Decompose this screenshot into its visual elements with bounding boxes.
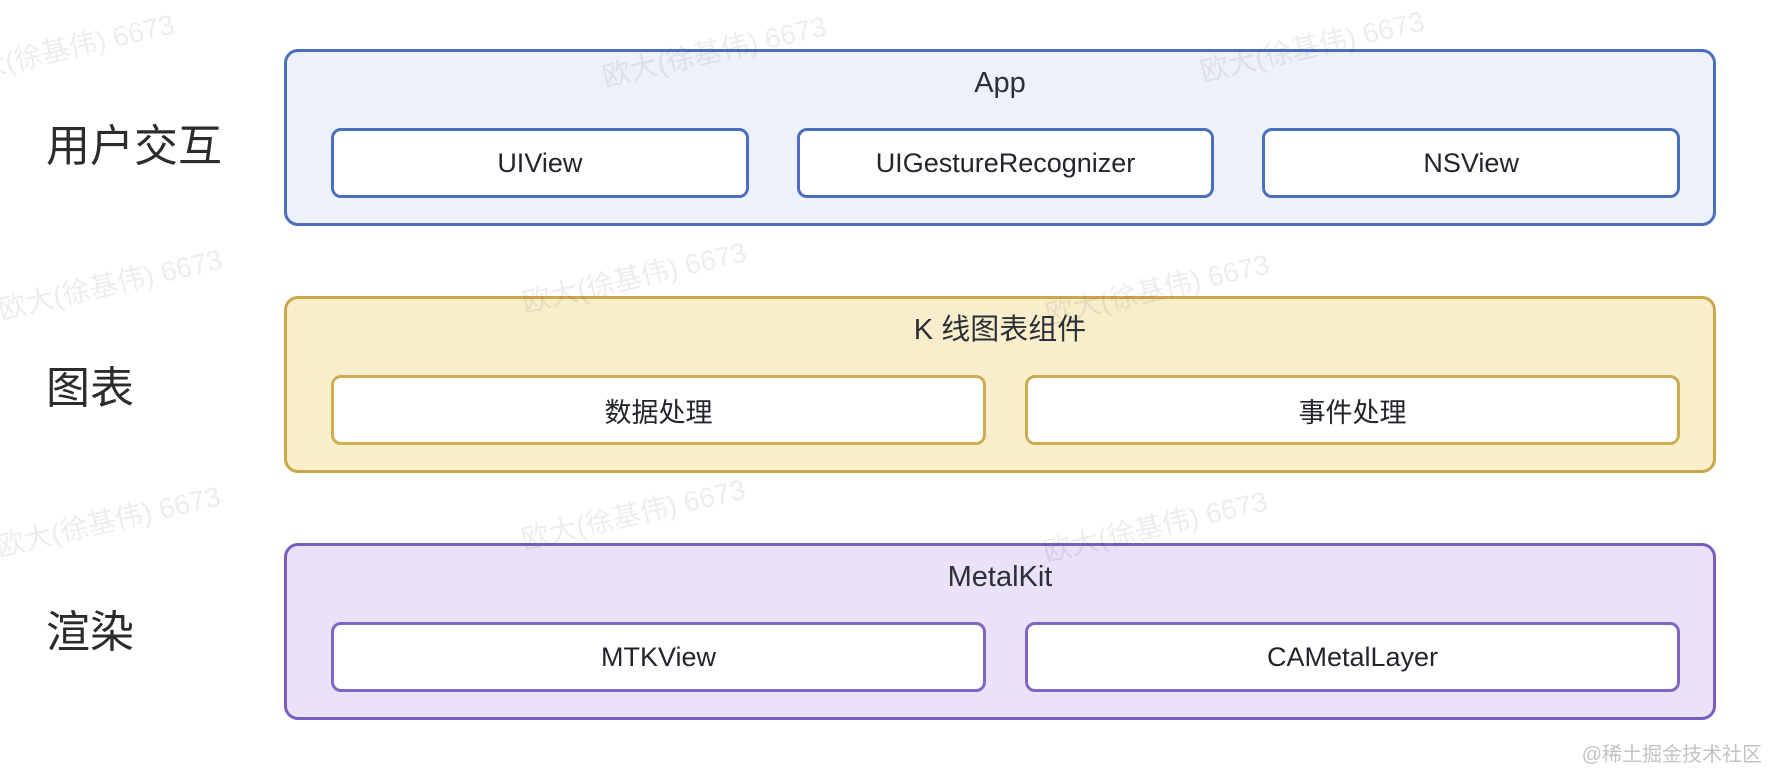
watermark-text: 欧大(徐基伟) 6673 <box>0 480 224 563</box>
node-cametallayer: CAMetalLayer <box>1025 622 1680 692</box>
node-event-handling: 事件处理 <box>1025 375 1680 445</box>
node-data-processing: 数据处理 <box>331 375 986 445</box>
side-label-chart: 图表 <box>46 364 134 413</box>
layer-children: MTKView CAMetalLayer <box>331 622 1680 692</box>
node-uiview: UIView <box>331 128 749 198</box>
watermark-text: 欧大(徐基伟) 6673 <box>0 243 226 326</box>
layer-metalkit: MetalKit MTKView CAMetalLayer <box>284 543 1716 720</box>
layer-title: App <box>974 67 1026 99</box>
node-nsview: NSView <box>1262 128 1681 198</box>
layer-kline-chart-component: K 线图表组件 数据处理 事件处理 <box>284 296 1716 473</box>
watermark-text: 欧大(徐基伟) 6673 <box>0 8 178 91</box>
node-mtkview: MTKView <box>331 622 986 692</box>
layer-children: UIView UIGestureRecognizer NSView <box>331 128 1681 198</box>
community-credit: @稀土掘金技术社区 <box>1581 744 1762 766</box>
layer-title: MetalKit <box>947 561 1053 593</box>
side-label-user-interaction: 用户交互 <box>46 122 222 171</box>
layer-children: 数据处理 事件处理 <box>331 375 1680 445</box>
side-label-render: 渲染 <box>46 608 134 657</box>
layer-app: App UIView UIGestureRecognizer NSView <box>284 49 1716 226</box>
node-uigesturerecognizer: UIGestureRecognizer <box>796 128 1215 198</box>
layer-title: K 线图表组件 <box>913 314 1087 346</box>
